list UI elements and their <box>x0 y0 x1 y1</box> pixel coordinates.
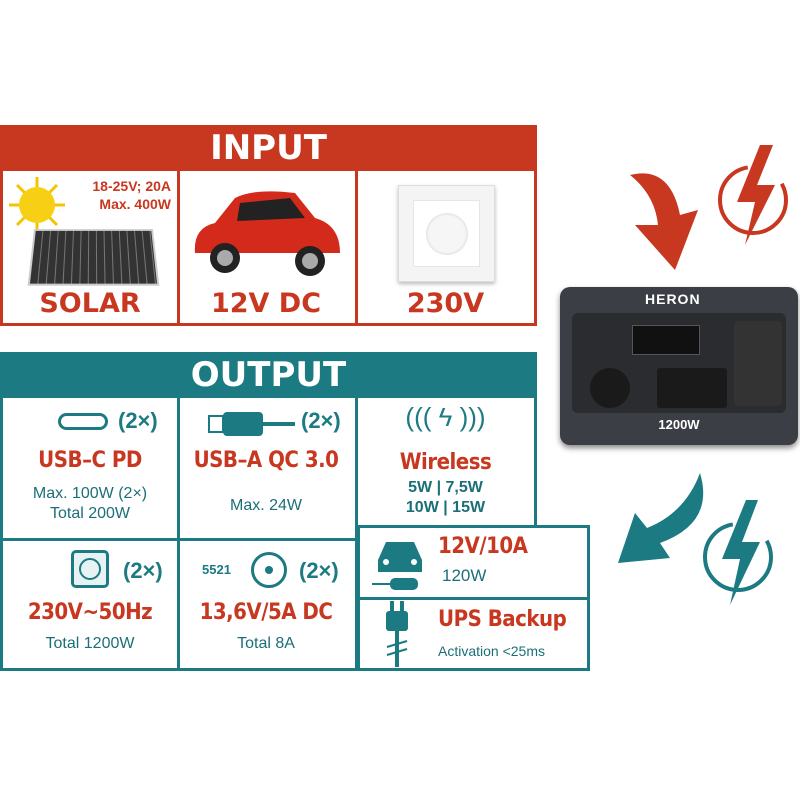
car-output-power: 120W <box>442 566 487 585</box>
device-panel <box>572 313 786 413</box>
output-wireless: ((( ϟ ))) Wireless 5W | 7,5W 10W | 15W <box>357 398 537 526</box>
ups-activation: Activation <25ms <box>438 643 545 659</box>
dc-jack-icon <box>251 552 287 588</box>
car-output-title: 12V/10A <box>438 534 528 559</box>
dc-total: Total 8A <box>237 635 295 652</box>
output-header: OUTPUT <box>0 352 537 398</box>
output-ups: UPS Backup Activation <25ms <box>357 597 590 671</box>
ac-title: 230V~50Hz <box>27 600 153 625</box>
wireless-powers-2: 10W | 15W <box>405 499 486 516</box>
usba-max: Max. 24W <box>229 497 302 514</box>
wall-socket-image <box>398 185 495 282</box>
car-socket-port <box>590 368 630 408</box>
lightning-output-icon <box>703 500 773 605</box>
ac-total: Total 1200W <box>45 635 135 652</box>
solar-panel-image <box>27 229 160 286</box>
sun-icon <box>9 177 65 233</box>
output-car: 12V/10A 120W <box>357 525 590 600</box>
usba-count: (2×) <box>301 408 341 433</box>
ac-count: (2×) <box>123 558 163 583</box>
wireless-pad <box>734 321 782 406</box>
car-image <box>194 191 340 276</box>
usbc-title: USB–C PD <box>38 448 142 473</box>
dc-title: 13,6V/5A DC <box>199 600 333 625</box>
device-model: 1200W <box>658 417 700 432</box>
output-dc: 5521 (2×) 13,6V/5A DC Total 8A <box>177 540 358 671</box>
wireless-charging-icon: ((( ϟ ))) <box>405 402 486 432</box>
car-socket-icon <box>372 542 422 590</box>
power-station-image: HERON 1200W <box>560 287 798 445</box>
output-usbc: (2×) USB–C PD Max. 100W (2×) Total 200W <box>0 398 180 541</box>
mains-label: 230V <box>406 288 485 319</box>
device-brand: HERON <box>645 291 701 307</box>
ups-title: UPS Backup <box>438 607 567 632</box>
lightning-input-icon <box>718 145 788 245</box>
input-solar: 18-25V; 20A Max. 400W SOLAR <box>0 171 180 326</box>
solar-label: SOLAR <box>39 288 141 319</box>
output-ac: (2×) 230V~50Hz Total 1200W <box>0 540 180 671</box>
usbc-total: Total 200W <box>49 505 131 522</box>
ac-outlets <box>657 368 727 408</box>
wireless-powers-1: 5W | 7,5W <box>408 479 483 496</box>
solar-spec-power: Max. 400W <box>99 196 171 212</box>
dc-count: (2×) <box>299 558 339 583</box>
output-arrow-icon <box>618 473 704 563</box>
usba-title: USB–A QC 3.0 <box>193 448 339 473</box>
usbc-count: (2×) <box>118 408 158 433</box>
input-header: INPUT <box>0 125 537 171</box>
device-display <box>632 325 700 355</box>
output-usba: (2×) USB–A QC 3.0 Max. 24W <box>177 398 358 541</box>
usbc-max: Max. 100W (2×) <box>32 485 148 502</box>
solar-spec-voltage: 18-25V; 20A <box>92 178 171 194</box>
plug-icon <box>386 601 408 667</box>
usb-c-icon <box>58 413 108 430</box>
input-mains: 230V <box>357 171 537 326</box>
ac-socket-icon <box>71 550 109 588</box>
usb-a-icon <box>208 412 295 436</box>
wireless-title: Wireless <box>399 450 492 475</box>
input-car: 12V DC <box>177 171 358 326</box>
input-arrow-icon <box>630 173 698 270</box>
car-input-label: 12V DC <box>210 288 322 319</box>
dc-jack-code: 5521 <box>202 562 231 577</box>
